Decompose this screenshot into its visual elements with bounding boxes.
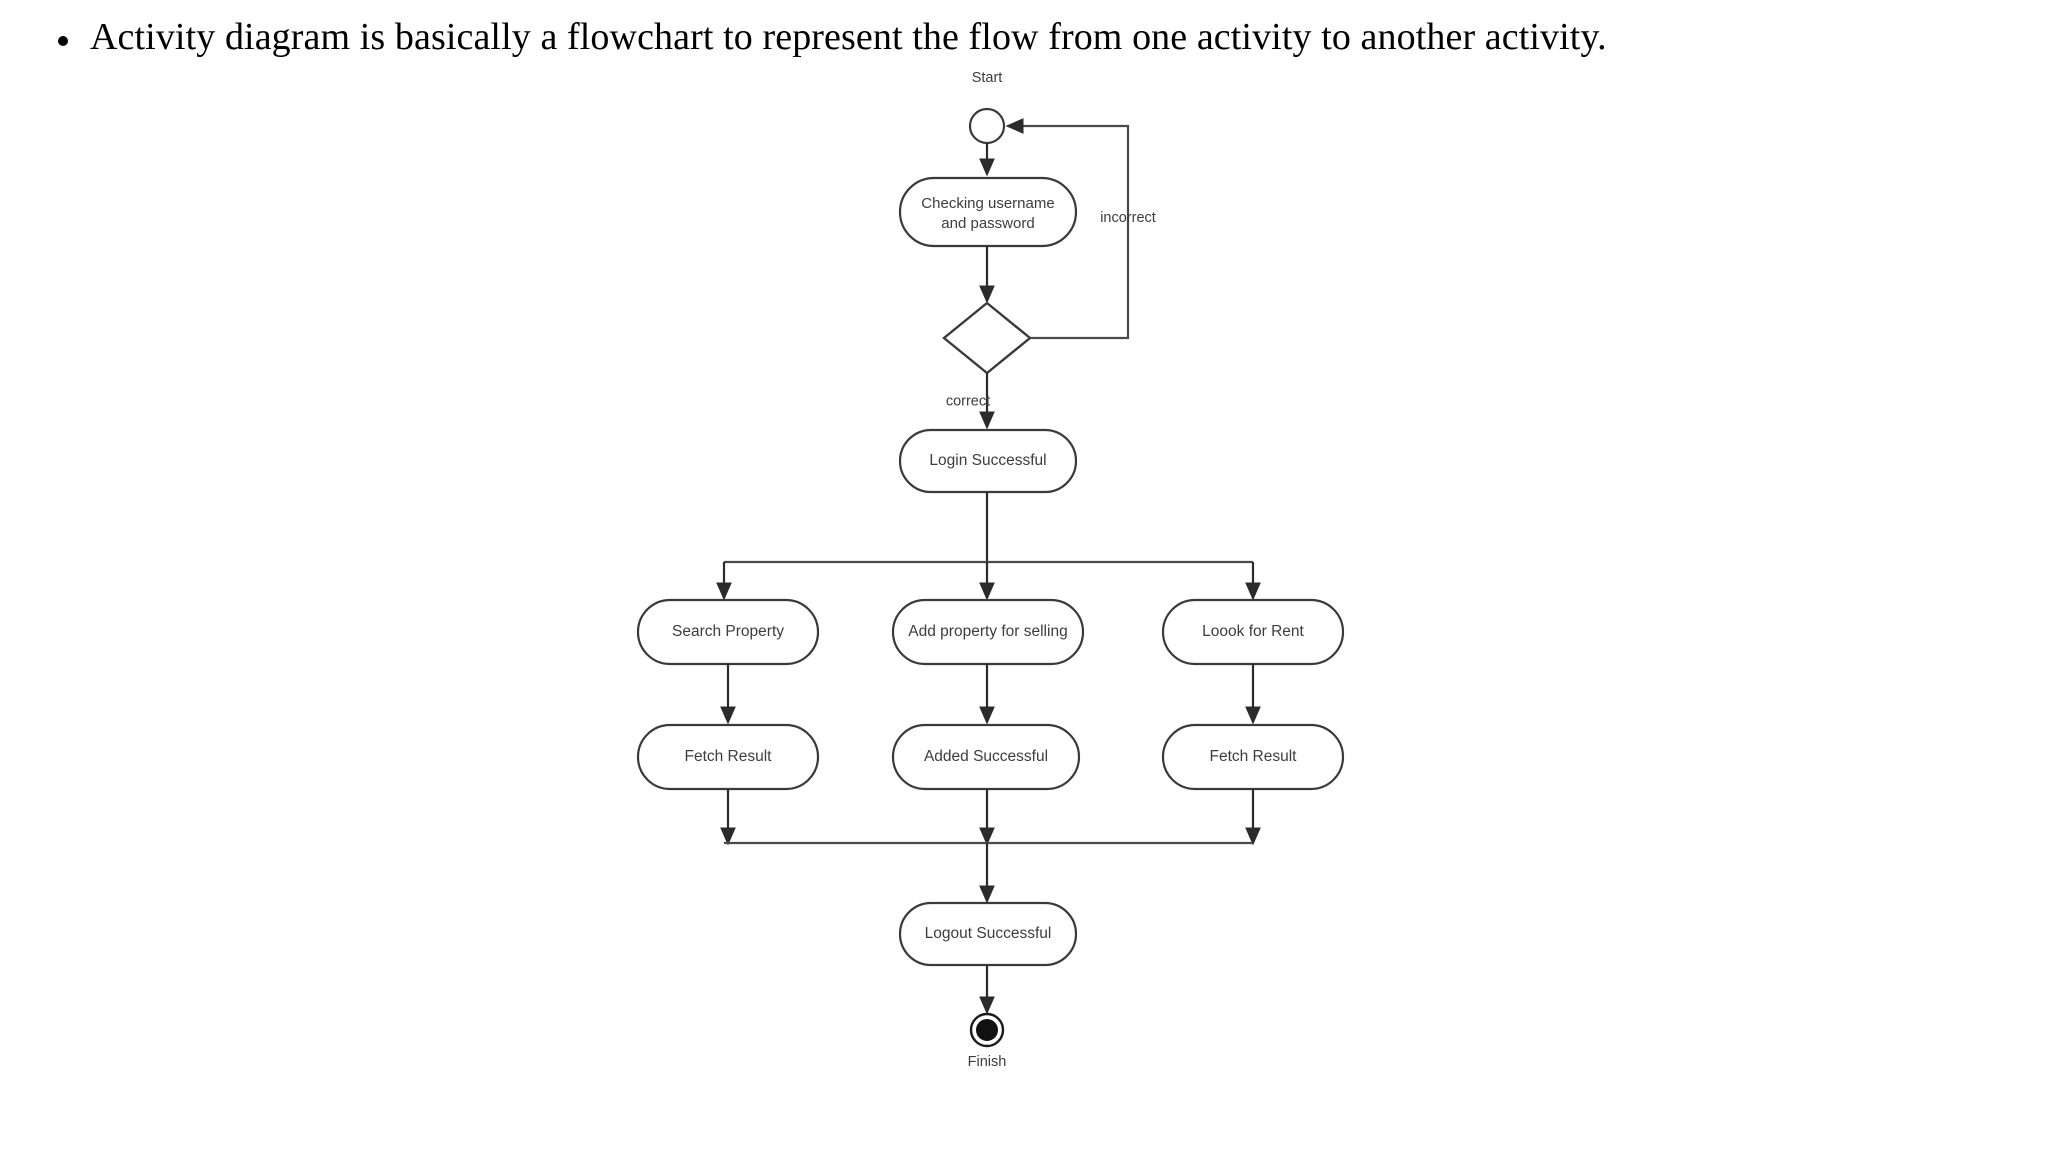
node-login-successful-label: Login Successful <box>929 452 1046 469</box>
finish-label: Finish <box>968 1054 1007 1070</box>
node-look-for-rent-label: Loook for Rent <box>1202 623 1304 640</box>
bullet-text: Activity diagram is basically a flowchar… <box>90 16 1607 58</box>
node-fetch-result-right-label: Fetch Result <box>1209 748 1297 765</box>
start-node-icon <box>968 107 1006 145</box>
node-checking-credentials <box>898 176 1078 248</box>
start-label: Start <box>972 70 1003 86</box>
activity-diagram-svg: Start Checking username and password inc… <box>636 70 1345 1070</box>
bullet-line: Activity diagram is basically a flowchar… <box>58 14 1988 60</box>
node-logout-successful-label: Logout Successful <box>925 925 1052 942</box>
edge-label-incorrect: incorrect <box>1100 210 1156 226</box>
node-decision-credentials-valid <box>942 301 1032 375</box>
node-added-successful-label: Added Successful <box>924 748 1048 765</box>
activity-diagram: Start Checking username and password inc… <box>0 60 2048 1120</box>
node-fetch-result-left-label: Fetch Result <box>684 748 772 765</box>
finish-node-dot-icon <box>976 1019 998 1041</box>
node-search-property-label: Search Property <box>672 623 784 640</box>
edge-decision-incorrect-to-start <box>1005 118 1130 340</box>
node-add-property-for-selling-label: Add property for selling <box>908 623 1067 640</box>
node-checking-credentials-label-line2: and password <box>941 215 1034 232</box>
node-checking-credentials-label-line1: Checking username <box>921 195 1054 212</box>
bullet-marker-icon <box>58 36 68 46</box>
edge-label-correct-visible: correct <box>946 393 990 409</box>
